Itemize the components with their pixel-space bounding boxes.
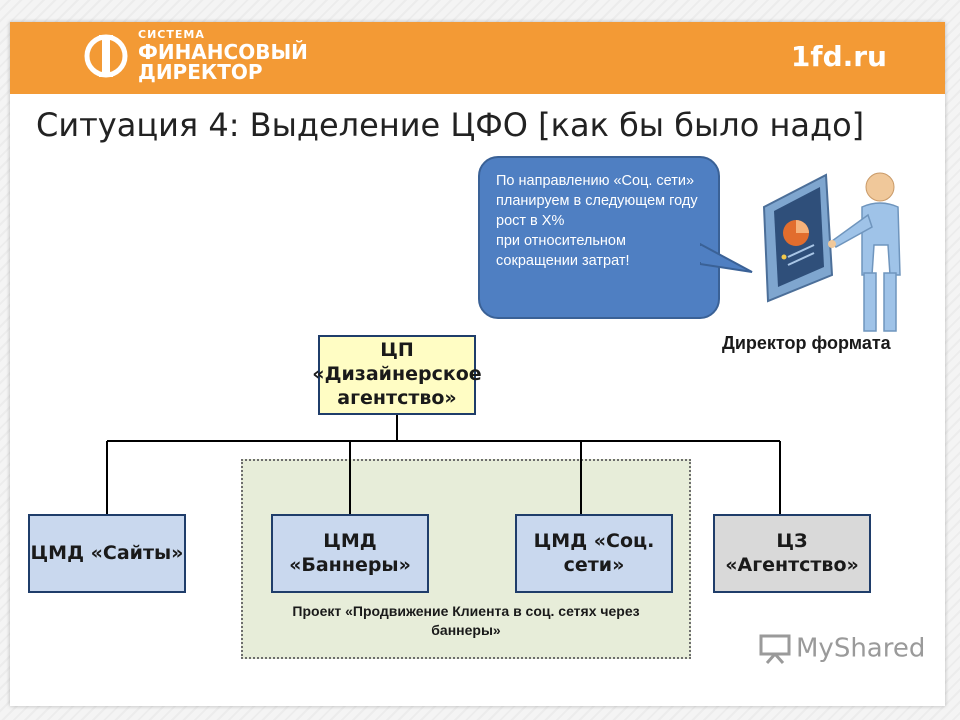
page-title: Ситуация 4: Выделение ЦФО [как бы было н… <box>36 106 865 144</box>
watermark: MyShared <box>758 633 925 665</box>
presentation-icon <box>759 634 791 664</box>
presenter-figure-icon <box>762 172 901 332</box>
watermark-text: MyShared <box>796 633 926 664</box>
org-box-agency: ЦЗ «Агентство» <box>713 514 871 593</box>
org-root-box: ЦП «Дизайнерское агентство» <box>312 335 482 415</box>
speech-bubble-text: По направлению «Соц. сети» планируем в с… <box>496 173 698 269</box>
org-box-sites: ЦМД «Сайты» <box>28 514 186 593</box>
logo-icon <box>84 34 128 78</box>
logo-line3: ДИРЕКТОР <box>138 60 263 84</box>
header-bar: СИСТЕМА ФИНАНСОВЫЙ ДИРЕКТОР 1fd.ru <box>10 22 945 94</box>
director-label: Директор формата <box>722 333 891 353</box>
speech-bubble: По направлению «Соц. сети» планируем в с… <box>478 156 720 319</box>
site-url[interactable]: 1fd.ru <box>790 40 887 73</box>
project-caption: Проект «Продвижение Клиента в соц. сетях… <box>292 603 640 638</box>
logo-line2: ФИНАНСОВЫЙ <box>138 40 308 64</box>
logo-text: СИСТЕМА ФИНАНСОВЫЙ ДИРЕКТОР <box>138 29 308 82</box>
speech-bubble-tail <box>700 242 753 273</box>
org-box-social: ЦМД «Соц. сети» <box>515 514 673 593</box>
org-box-banners: ЦМД «Баннеры» <box>271 514 429 593</box>
logo-line1: СИСТЕМА <box>138 28 205 41</box>
